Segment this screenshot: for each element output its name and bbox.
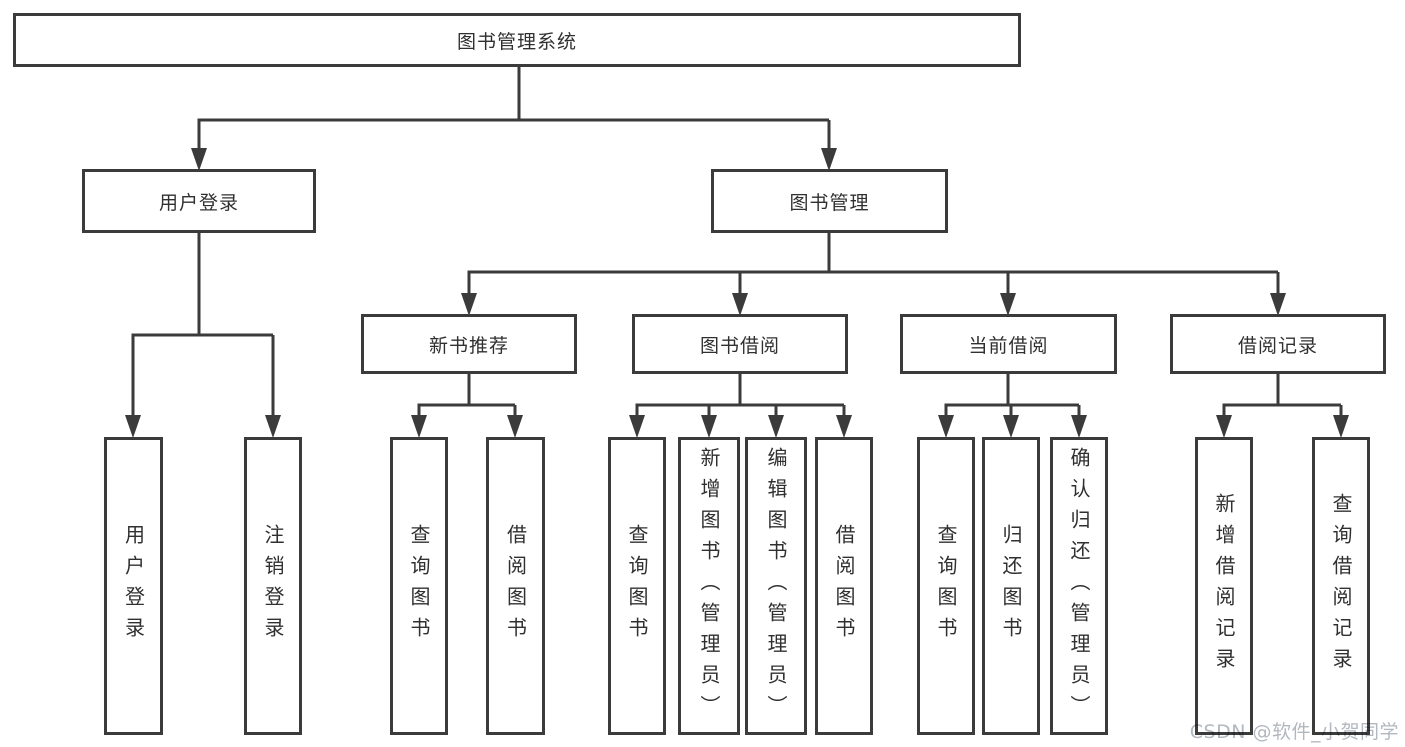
node-new-book-recommend-label: 新书推荐 [428,334,509,357]
node-system-root-label: 图书管理系统 [456,30,577,53]
leaf-add-borrow-record-label: 新增借阅记录 [1212,493,1236,679]
leaf-return-book: 归还图书 [982,437,1040,735]
leaf-query-books-2-label: 查询图书 [625,524,649,648]
node-current-borrow: 当前借阅 [900,314,1117,374]
leaf-query-books-3-label: 查询图书 [934,524,958,648]
connector-paths [131,67,1343,419]
leaf-query-books-1: 查询图书 [390,437,448,735]
leaf-borrow-books-2: 借阅图书 [815,437,873,735]
leaf-borrow-books-1-label: 借阅图书 [503,524,528,648]
leaf-confirm-return-admin: 确认归还（管理员） [1050,437,1108,735]
leaf-confirm-return-admin-label: 确认归还（管理员） [1067,446,1091,726]
node-user-login-label: 用户登录 [158,191,239,214]
leaf-query-borrow-record: 查询借阅记录 [1312,437,1370,735]
node-book-borrow: 图书借阅 [632,314,848,374]
leaf-query-books-1-label: 查询图书 [407,524,431,648]
leaf-borrow-books-1: 借阅图书 [486,437,545,735]
node-book-management: 图书管理 [711,169,948,233]
leaf-edit-book-admin: 编辑图书（管理员） [745,437,807,735]
csdn-watermark: CSDN @软件_小贺同学 [1189,721,1399,743]
leaf-query-books-3: 查询图书 [917,437,975,735]
node-borrow-records-label: 借阅记录 [1237,334,1318,357]
node-new-book-recommend: 新书推荐 [361,314,577,374]
leaf-add-borrow-record: 新增借阅记录 [1195,437,1253,735]
leaf-borrow-books-2-label: 借阅图书 [832,524,856,648]
leaf-logout: 注销登录 [244,437,302,735]
leaf-query-borrow-record-label: 查询借阅记录 [1329,493,1353,679]
node-borrow-records: 借阅记录 [1170,314,1386,374]
leaf-user-login-label: 用户登录 [121,524,146,648]
node-user-login: 用户登录 [82,169,316,233]
leaf-return-book-label: 归还图书 [999,524,1023,648]
node-current-borrow-label: 当前借阅 [968,334,1049,357]
leaf-query-books-2: 查询图书 [608,437,666,735]
node-system-root: 图书管理系统 [13,13,1021,67]
leaf-add-book-admin: 新增图书（管理员） [678,437,740,735]
leaf-user-login: 用户登录 [104,437,163,735]
leaf-add-book-admin-label: 新增图书（管理员） [697,446,721,726]
leaf-logout-label: 注销登录 [261,524,285,648]
arrowhead-icons [125,148,1349,438]
node-book-borrow-label: 图书借阅 [699,334,780,357]
leaf-edit-book-admin-label: 编辑图书（管理员） [764,446,788,726]
node-book-management-label: 图书管理 [789,191,870,214]
